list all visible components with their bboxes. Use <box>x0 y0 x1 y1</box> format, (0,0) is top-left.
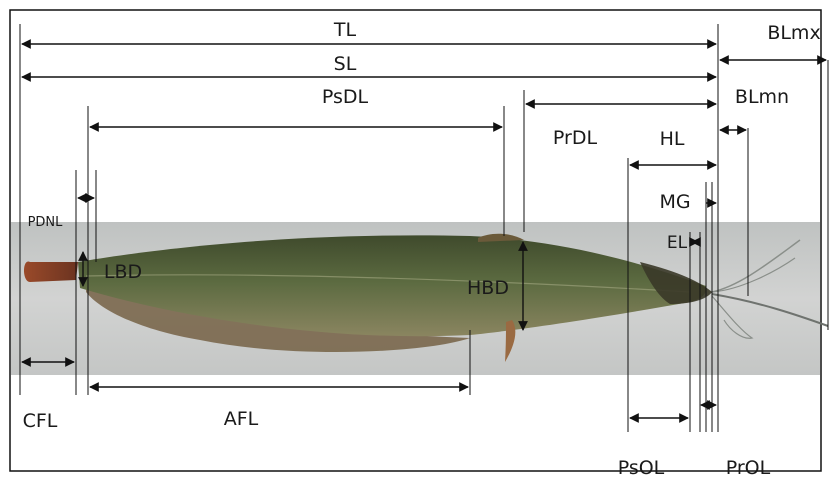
label-tl: TL <box>333 19 357 41</box>
label-psol: PsOL <box>618 457 665 479</box>
label-hbd: HBD <box>467 277 509 299</box>
label-pdnl: PDNL <box>28 215 64 230</box>
label-cfl: CFL <box>23 410 58 432</box>
label-blmx: BLmx <box>767 22 820 44</box>
label-blmn: BLmn <box>735 86 789 108</box>
label-prol: PrOL <box>726 457 771 479</box>
label-mg: MG <box>659 191 690 213</box>
label-prdl: PrDL <box>553 127 598 149</box>
label-psdl: PsDL <box>322 86 369 108</box>
label-hl: HL <box>660 128 685 150</box>
label-sl: SL <box>334 53 357 75</box>
label-afl: AFL <box>224 408 259 430</box>
label-lbd: LBD <box>104 261 142 283</box>
caudal-fin <box>24 262 78 282</box>
label-el: EL <box>667 233 688 253</box>
